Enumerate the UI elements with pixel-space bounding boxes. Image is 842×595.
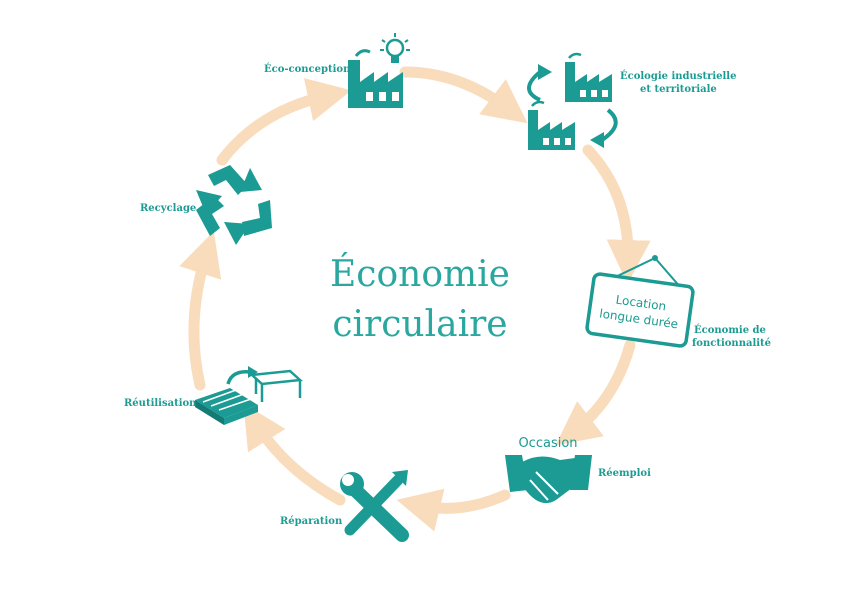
cycle-arrows [179, 66, 651, 532]
label-reutilisation: Réutilisation [124, 398, 197, 409]
label-fonct-line1: Économie de [694, 325, 766, 336]
arrow-eco-to-ecologie [399, 66, 528, 124]
arrow-reparation-to-reutilisation [243, 403, 346, 506]
label-eco-conception: Éco-conception [264, 64, 351, 75]
label-reemploi: Réemploi [598, 468, 651, 479]
arrow-recyclage-to-eco [216, 78, 352, 166]
arrow-ecologie-to-fonct [582, 144, 651, 284]
label-ecologie-line2: et territoriale [640, 84, 717, 95]
factory-bulb-icon [348, 33, 410, 108]
title-line1: Économie [330, 254, 510, 295]
label-recyclage: Recyclage [140, 203, 197, 214]
industrial-ecology-icon [527, 52, 618, 150]
label-reparation: Réparation [280, 516, 343, 527]
occasion-text: Occasion [518, 436, 577, 451]
sign-line1: Location [615, 293, 667, 314]
handshake-icon [505, 455, 592, 504]
arrow-reemploi-to-reparation [396, 488, 511, 532]
title-line2: circulaire [332, 304, 508, 345]
arrow-fonct-to-reemploi [555, 339, 636, 446]
label-ecologie-line1: Écologie industrielle [620, 71, 737, 82]
tools-icon [340, 470, 409, 542]
label-fonct-line2: fonctionnalité [692, 338, 772, 349]
diagram-title: Économie circulaire [300, 250, 540, 350]
pallet-table-icon [195, 366, 303, 425]
recycle-icon [196, 165, 272, 245]
arrow-reutilisation-to-recyclage [179, 231, 222, 391]
rental-sign-icon: Location longue durée [585, 255, 695, 348]
